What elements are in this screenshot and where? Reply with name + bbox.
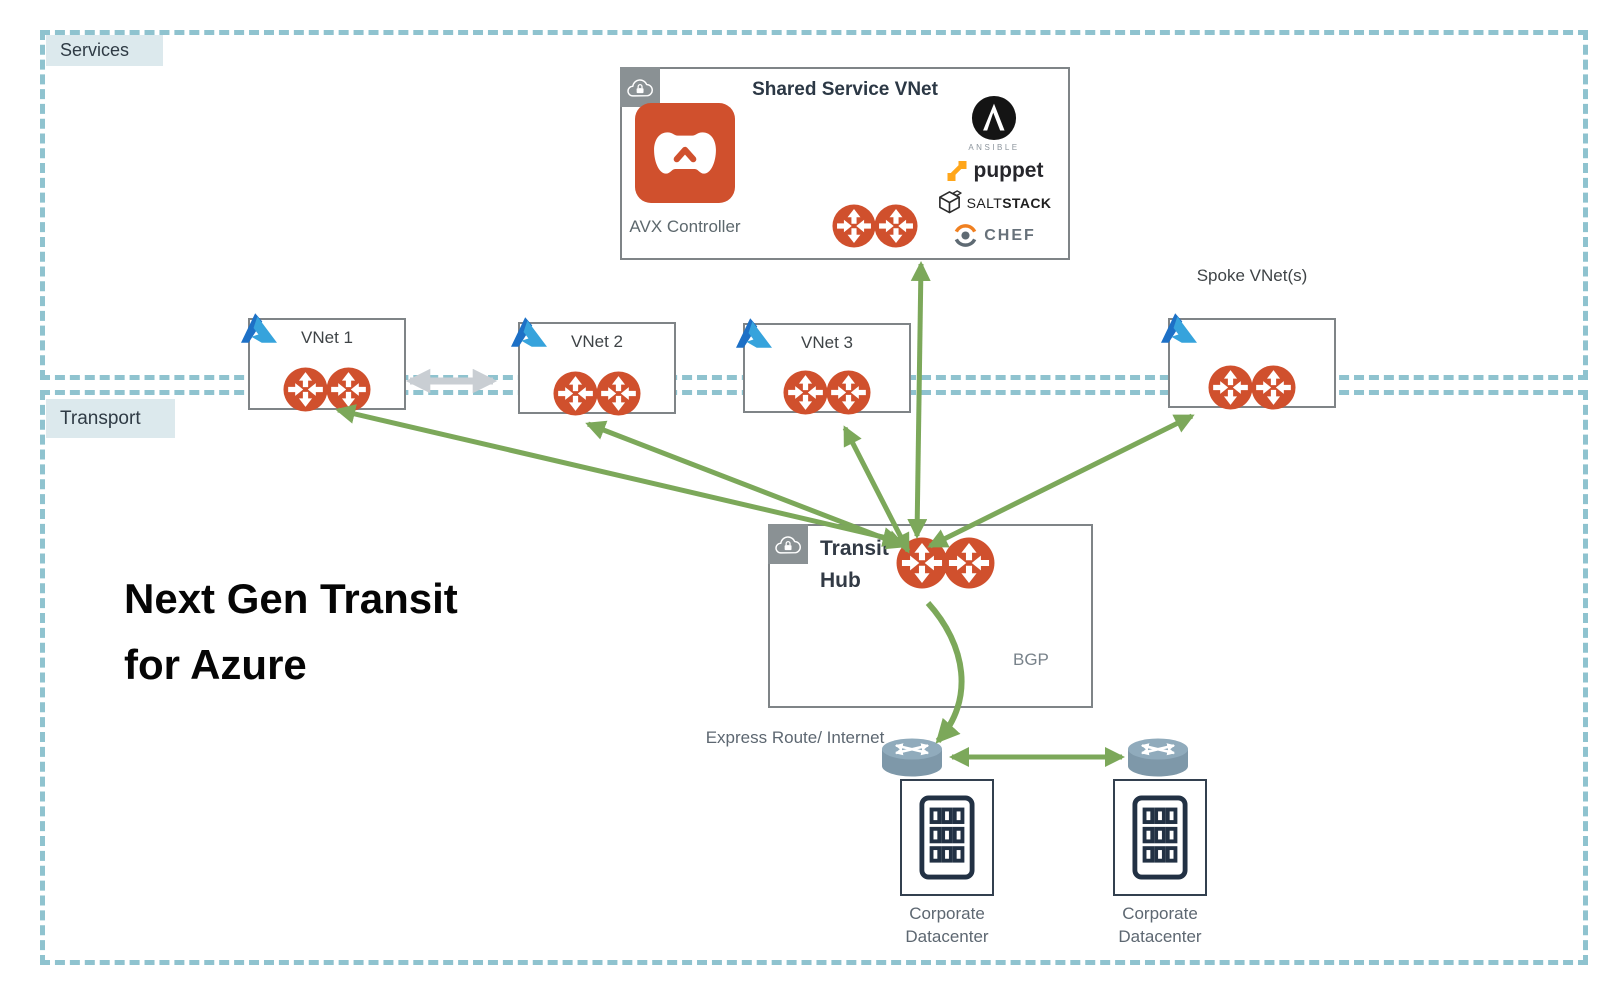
gateway-router-icon [826, 370, 871, 415]
ansible-logo: ANSIBLE [968, 95, 1019, 152]
saltstack-logo-label: SALTSTACK [967, 195, 1052, 211]
gateway-router-icon [783, 370, 828, 415]
vnet3-box: VNet 3 [743, 323, 911, 413]
ansible-logo-label: ANSIBLE [968, 143, 1020, 152]
gateway-router-icon [1208, 365, 1253, 410]
dc2-label-line1: Corporate [1122, 904, 1198, 923]
onprem-router-icon [1125, 734, 1191, 780]
saltstack-label-bold: STACK [1002, 194, 1052, 211]
chef-logo-label: CHEF [984, 226, 1036, 244]
chef-logo-icon [952, 222, 979, 249]
transit-hub-title: Transit Hub [820, 533, 889, 596]
transit-gateway-router-icon [943, 537, 995, 589]
gateway-router-pair [1209, 365, 1295, 410]
puppet-logo: puppet [945, 159, 1044, 183]
vnet3-label: VNet 3 [801, 333, 853, 352]
gateway-router-icon [596, 371, 641, 416]
saltstack-logo: SALTSTACK [937, 190, 1052, 215]
building-icon [919, 795, 975, 880]
cloud-lock-icon [772, 532, 804, 557]
gateway-router-pair [784, 370, 870, 415]
gateway-router-icon [874, 204, 918, 248]
shared-service-vnet-box: Shared Service VNet AVX Controller ANSIB… [620, 67, 1070, 260]
transit-gateway-router-icon [896, 537, 948, 589]
gateway-router-icon [553, 371, 598, 416]
cloud-lock-badge [768, 524, 808, 564]
bgp-label: BGP [1013, 650, 1049, 669]
gateway-router-icon [1251, 365, 1296, 410]
saltstack-label-regular: SALT [966, 194, 1003, 211]
dc2-label-line2: Datacenter [1118, 926, 1202, 946]
automation-tools-list: ANSIBLE puppet SALTSTACK CHEF [936, 95, 1052, 249]
spoke-vnets-label: Spoke VNet(s) [1196, 266, 1308, 285]
cloud-lock-badge [620, 67, 660, 107]
spoke-vnets-box [1168, 318, 1336, 408]
transit-hub-title-line2: Hub [820, 568, 861, 592]
transit-hub-box: Transit Hub BGP [768, 524, 1093, 708]
onprem-router-icon [879, 734, 945, 780]
ansible-logo-icon [971, 95, 1017, 141]
gateway-router-pair [284, 367, 370, 412]
vnet1-label: VNet 1 [301, 328, 353, 347]
saltstack-logo-icon [937, 190, 962, 215]
corporate-datacenter-label-2: Corporate Datacenter [1090, 903, 1230, 949]
gateway-router-pair [554, 371, 640, 416]
aviatrix-gamepad-icon [652, 128, 718, 178]
corporate-datacenter-label-1: Corporate Datacenter [877, 903, 1017, 949]
vnet2-label: VNet 2 [571, 332, 623, 351]
shared-service-vnet-title: Shared Service VNet [752, 79, 938, 100]
dc1-label-line1: Corporate [909, 904, 985, 923]
puppet-logo-label: puppet [973, 159, 1044, 182]
gateway-router-icon [326, 367, 371, 412]
vnet1-box: VNet 1 [248, 318, 406, 410]
corporate-datacenter-box-1 [900, 779, 994, 896]
transport-region-label: Transport [46, 399, 175, 438]
azure-logo-icon [511, 317, 547, 347]
transit-hub-title-line1: Transit [820, 537, 889, 560]
chef-logo: CHEF [952, 222, 1036, 249]
diagram-title-line2: for Azure [124, 641, 307, 688]
gateway-router-icon [283, 367, 328, 412]
services-region-label: Services [46, 35, 164, 66]
dc1-label-line2: Datacenter [905, 926, 989, 946]
avx-controller-label: AVX Controller [629, 217, 741, 236]
azure-logo-icon [736, 318, 772, 348]
express-route-label: Express Route/ Internet [705, 728, 885, 747]
puppet-logo-icon [945, 159, 969, 183]
corporate-datacenter-box-2 [1113, 779, 1207, 896]
building-icon [1132, 795, 1188, 880]
diagram-title-line1: Next Gen Transit [124, 575, 458, 622]
azure-logo-icon [241, 313, 277, 343]
avx-controller-icon [635, 103, 735, 203]
azure-logo-icon [1161, 313, 1197, 343]
diagram-title: Next Gen Transit for Azure [124, 566, 458, 698]
gateway-router-icon [832, 204, 876, 248]
vnet2-box: VNet 2 [518, 322, 676, 414]
